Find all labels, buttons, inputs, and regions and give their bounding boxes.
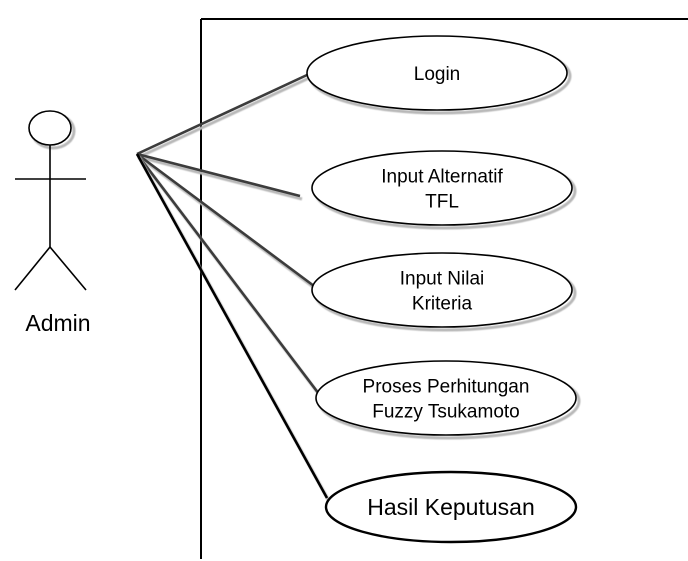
use-case-label: Kriteria bbox=[412, 294, 473, 315]
association-line-login bbox=[136, 73, 308, 156]
use-case-ellipse bbox=[311, 150, 573, 226]
association-line-input-nilai-kriteria bbox=[136, 152, 315, 288]
use-case-ellipse bbox=[306, 35, 568, 111]
use-case-label: Hasil Keputusan bbox=[367, 494, 535, 520]
association-line-input-alternatif-tfl bbox=[136, 152, 301, 198]
use-case-hasil-keputusan[interactable]: Hasil Keputusan bbox=[324, 470, 578, 544]
actor-label: Admin bbox=[25, 310, 90, 336]
use-case-login[interactable]: Login bbox=[306, 35, 572, 115]
actor-figure-icon bbox=[14, 110, 89, 291]
use-case-ellipse bbox=[324, 470, 578, 544]
associations bbox=[135, 73, 331, 502]
use-case-label: Fuzzy Tsukamoto bbox=[372, 402, 519, 423]
association-line-proses-perhitungan-fuzzy-tsukamoto bbox=[135, 153, 321, 395]
use-case-label: Login bbox=[414, 64, 461, 85]
use-case-label: Proses Perhitungan bbox=[363, 377, 530, 398]
use-case-label: TFL bbox=[425, 192, 459, 213]
use-case-label: Input Alternatif bbox=[381, 167, 503, 188]
use-case-ellipse bbox=[311, 252, 573, 328]
association-line-hasil-keputusan bbox=[135, 153, 329, 499]
use-case-ellipse bbox=[315, 360, 577, 436]
system-boundary bbox=[200, 18, 688, 559]
use-case-label: Input Nilai bbox=[400, 269, 485, 290]
actor-admin[interactable]: Admin bbox=[14, 110, 91, 336]
